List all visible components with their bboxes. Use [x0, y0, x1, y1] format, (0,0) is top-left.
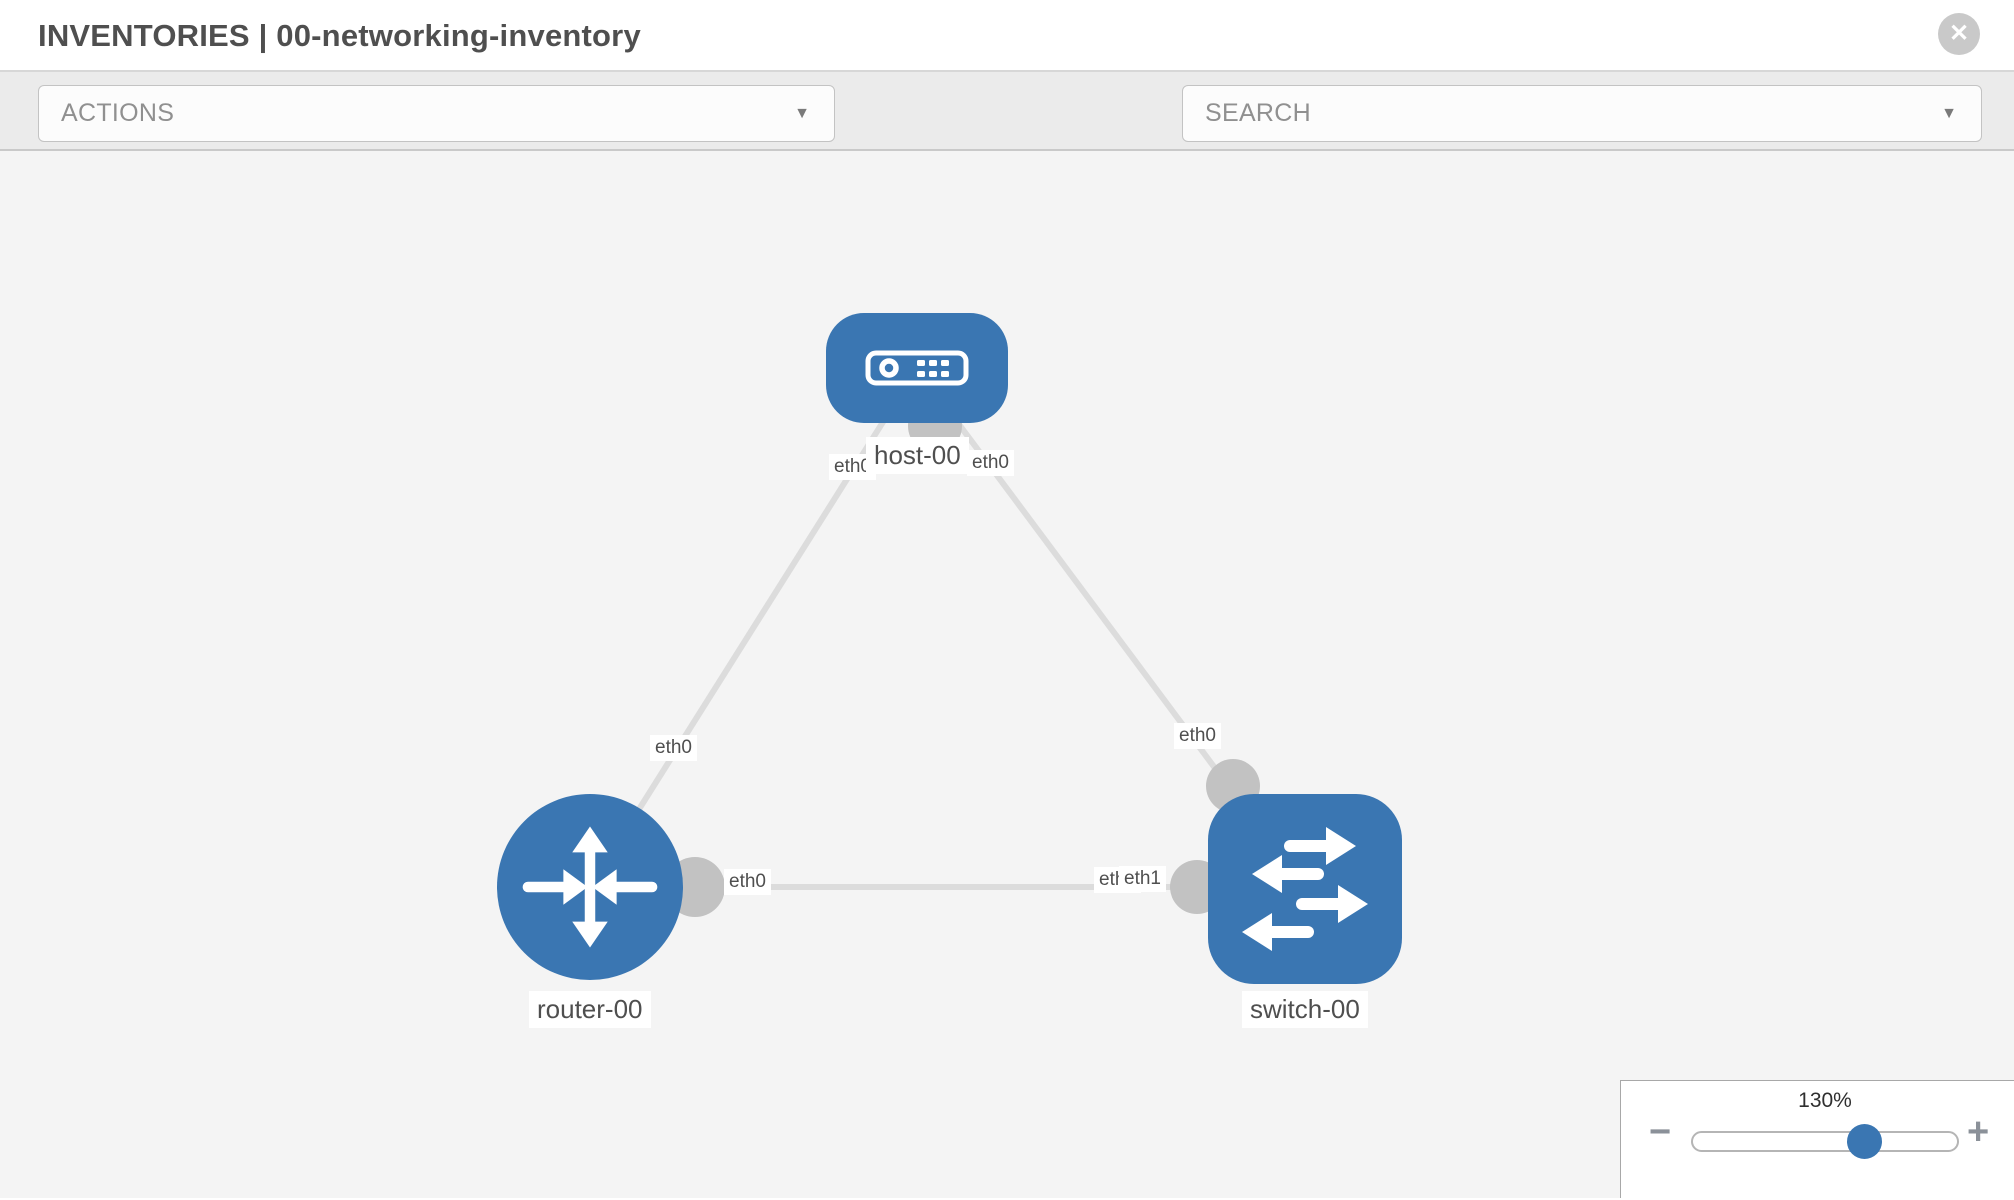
page-title: INVENTORIES | 00-networking-inventory	[38, 18, 641, 53]
header: INVENTORIES | 00-networking-inventory ✕	[0, 0, 2014, 72]
iface-label: eth0	[967, 450, 1014, 476]
iface-label: eth0	[1174, 723, 1221, 749]
zoom-slider-handle[interactable]	[1847, 1124, 1882, 1159]
node-label-switch-00: switch-00	[1242, 991, 1368, 1028]
node-host-00[interactable]	[826, 313, 1008, 423]
node-label-router-00: router-00	[529, 991, 651, 1028]
toolbar: ACTIONS ▼ SEARCH ▼	[0, 72, 2014, 211]
zoom-in-button[interactable]: +	[1967, 1111, 1990, 1153]
chevron-down-icon: ▼	[1941, 104, 1957, 122]
chevron-down-icon: ▼	[794, 104, 810, 122]
search-dropdown-label: SEARCH	[1205, 99, 1311, 127]
zoom-out-button[interactable]: −	[1649, 1111, 1672, 1153]
zoom-panel: 130% − +	[1620, 1080, 2014, 1198]
zoom-slider-track[interactable]	[1691, 1131, 1959, 1152]
close-icon[interactable]: ✕	[1938, 13, 1980, 55]
zoom-percent-label: 130%	[1798, 1089, 1852, 1112]
iface-label: eth0	[724, 869, 771, 895]
switch-icon	[1242, 827, 1368, 951]
router-icon	[522, 826, 658, 948]
node-label-host-00: host-00	[866, 437, 969, 474]
iface-label: eth1	[1119, 866, 1166, 892]
node-switch-00[interactable]	[1208, 794, 1402, 984]
topology-canvas[interactable]: eth0 eth0 eth0 eth0 eth0 eth0 eth1 host-…	[0, 151, 2014, 1198]
actions-dropdown[interactable]: ACTIONS ▼	[38, 85, 835, 142]
host-icon	[865, 350, 969, 386]
links-layer	[587, 366, 1308, 917]
search-dropdown[interactable]: SEARCH ▼	[1182, 85, 1982, 142]
actions-dropdown-label: ACTIONS	[61, 99, 175, 127]
node-router-00[interactable]	[497, 794, 683, 980]
iface-label: eth0	[650, 735, 697, 761]
